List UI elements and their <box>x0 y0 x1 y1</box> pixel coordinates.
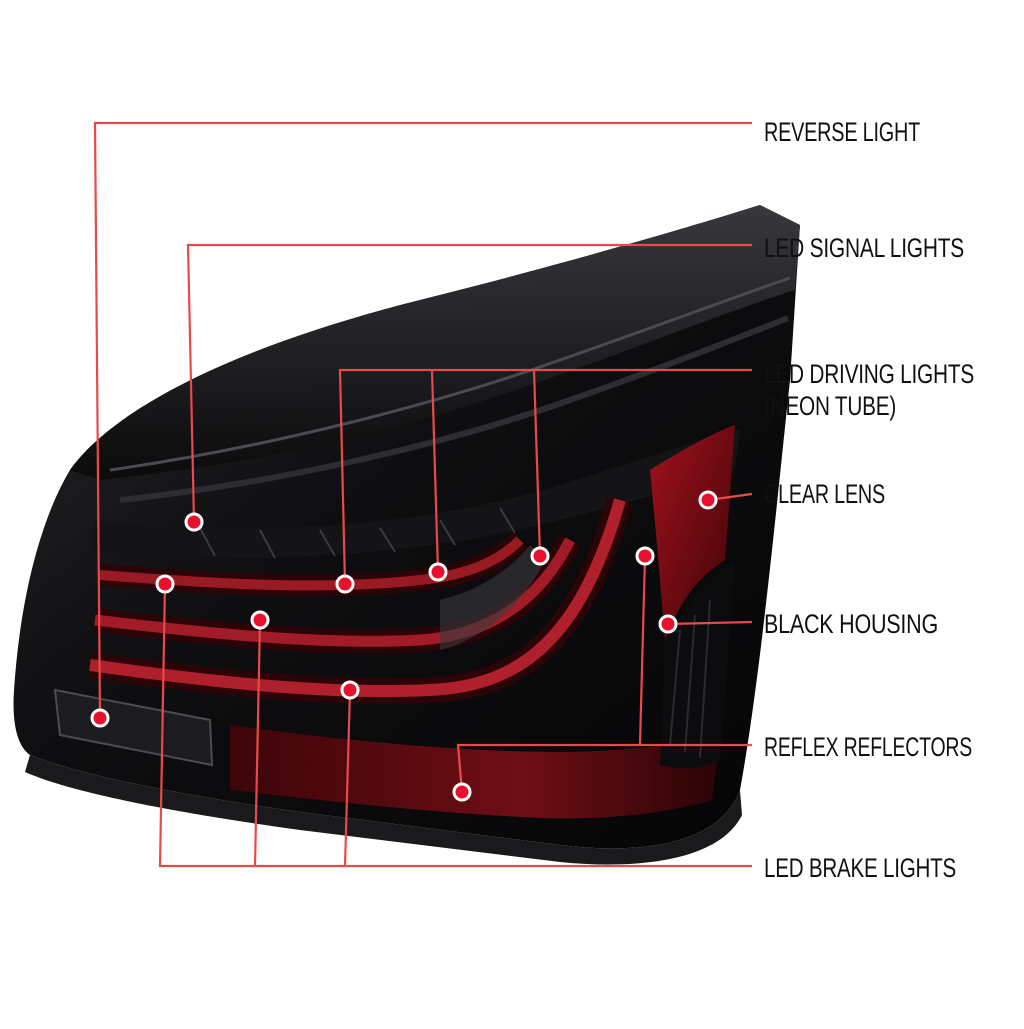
marker-driving-light-2 <box>428 562 448 582</box>
marker-reverse-light <box>90 708 110 728</box>
leader-lines <box>93 121 753 868</box>
label-driving-lights: LED DRIVING LIGHTS <box>764 359 974 389</box>
tail-light-illustration <box>13 205 800 865</box>
callout-markers <box>90 490 718 802</box>
reflex-reflector-shape <box>230 725 720 819</box>
reverse-light-shape <box>53 688 214 767</box>
marker-clear-lens <box>698 490 718 510</box>
label-reflex-reflectors: REFLEX REFLECTORS <box>764 732 972 762</box>
label-reverse-light: REVERSE LIGHT <box>764 117 920 147</box>
marker-brake-3 <box>340 680 360 700</box>
label-driving-lights-sub: (NEON TUBE) <box>764 391 896 421</box>
marker-driving-light-1 <box>335 574 355 594</box>
label-brake-lights: LED BRAKE LIGHTS <box>764 853 956 883</box>
callout-labels: REVERSE LIGHT LED SIGNAL LIGHTS LED DRIV… <box>764 117 974 883</box>
label-signal-lights: LED SIGNAL LIGHTS <box>764 233 964 263</box>
marker-driving-light-3 <box>530 546 550 566</box>
clear-lens-shape <box>650 425 735 640</box>
top-ridge-shape <box>70 205 800 480</box>
marker-signal-light <box>184 512 204 532</box>
label-black-housing: BLACK HOUSING <box>764 609 938 639</box>
marker-brake-1 <box>155 574 175 594</box>
marker-reflex-2 <box>635 546 655 566</box>
marker-black-housing <box>658 614 678 634</box>
marker-brake-2 <box>250 610 270 630</box>
label-clear-lens: CLEAR LENS <box>764 479 885 509</box>
marker-reflex-1 <box>452 782 472 802</box>
